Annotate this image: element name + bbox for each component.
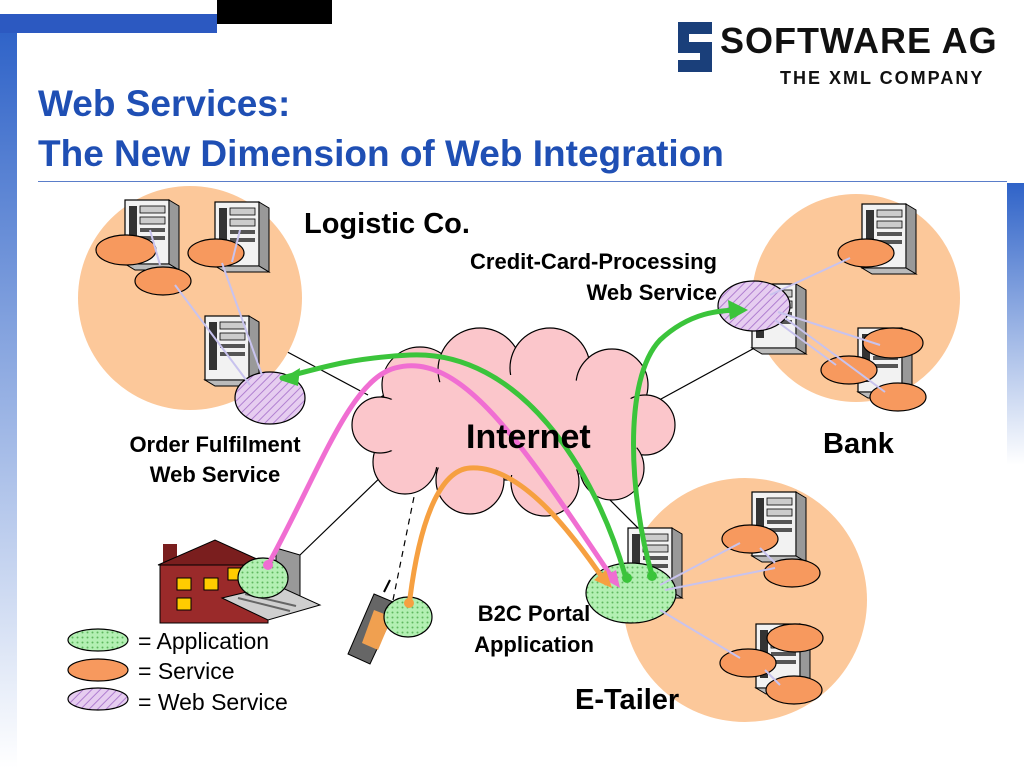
title-rule bbox=[38, 181, 1007, 182]
arrow-heads bbox=[280, 300, 748, 588]
service-nodes bbox=[95, 234, 927, 705]
flow-endpoints bbox=[263, 560, 657, 608]
order-fulfilment-label-line2: Web Service bbox=[149, 462, 281, 487]
green-flow-order bbox=[279, 352, 628, 578]
top-black-bar bbox=[217, 0, 332, 24]
slide-title-line1: Web Services: bbox=[38, 83, 291, 124]
home-application bbox=[237, 557, 289, 599]
logo-tagline: THE XML COMPANY bbox=[780, 68, 985, 88]
legend-service: = Service bbox=[138, 658, 235, 684]
logo-brand: SOFTWARE AG bbox=[720, 20, 998, 61]
orange-flow bbox=[407, 465, 609, 601]
left-gradient-bar bbox=[0, 30, 17, 768]
legend-application: = Application bbox=[138, 628, 270, 654]
order-fulfilment-web-service bbox=[234, 371, 306, 425]
internal-links bbox=[149, 229, 886, 686]
legend-web-service: = Web Service bbox=[138, 689, 288, 715]
etailer-label: E-Tailer bbox=[575, 684, 680, 716]
b2c-portal-label-line2: Application bbox=[474, 632, 594, 657]
credit-card-label-line2: Web Service bbox=[586, 280, 717, 305]
legend-web-service-swatch bbox=[67, 687, 129, 711]
green-flow-credit bbox=[631, 307, 745, 578]
slide-title-line2: The New Dimension of Web Integration bbox=[38, 133, 724, 174]
internet-cloud-fill bbox=[372, 375, 652, 475]
bank-label: Bank bbox=[823, 428, 894, 460]
logistic-label: Logistic Co. bbox=[304, 208, 470, 240]
flow-arrows bbox=[265, 307, 745, 601]
pink-flow bbox=[265, 363, 618, 585]
legend-service-swatch bbox=[67, 658, 129, 682]
right-gradient-bar bbox=[1007, 183, 1024, 465]
legend-application-swatch bbox=[67, 628, 129, 652]
order-fulfilment-label-line1: Order Fulfilment bbox=[129, 432, 301, 457]
b2c-portal-label-line1: B2C Portal bbox=[477, 601, 591, 626]
internet-label: Internet bbox=[466, 418, 591, 456]
credit-card-label-line1: Credit-Card-Processing bbox=[470, 249, 717, 274]
top-blue-bar bbox=[0, 14, 217, 33]
